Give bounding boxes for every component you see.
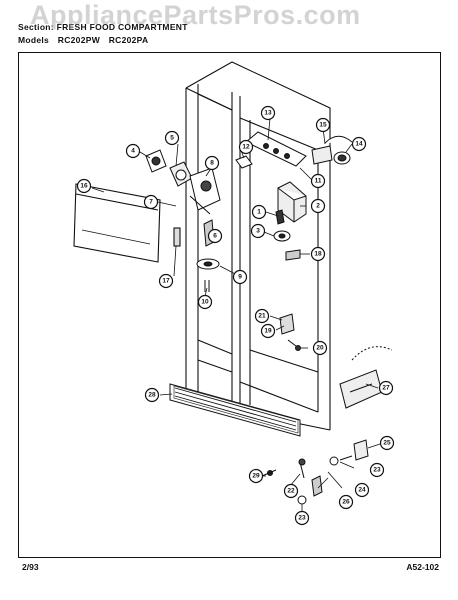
svg-text:5: 5 [170, 135, 174, 142]
callout-25: 25 [379, 435, 395, 451]
bottom-hinge [339, 346, 393, 409]
svg-text:9: 9 [238, 274, 242, 281]
control-panel-cover [73, 183, 181, 263]
callout-13: 13 [260, 105, 276, 121]
callout-20: 20 [312, 340, 328, 356]
footer-page-code: A52-102 [406, 562, 439, 572]
leveling-parts [261, 439, 369, 505]
hinge-bracket-parts [279, 313, 301, 351]
callout-7: 7 [143, 194, 159, 210]
callout-15: 15 [315, 117, 331, 133]
svg-text:15: 15 [319, 122, 327, 129]
callout-9: 9 [232, 269, 248, 285]
temperature-control-assembly [235, 131, 353, 169]
callout-4: 4 [125, 143, 141, 159]
svg-text:18: 18 [314, 251, 322, 258]
callout-12: 12 [238, 139, 254, 155]
svg-text:4: 4 [131, 148, 135, 155]
svg-text:26: 26 [342, 499, 350, 506]
svg-text:25: 25 [383, 440, 391, 447]
watermark-text: AppliancePartsPros.com [30, 0, 361, 30]
svg-text:2: 2 [316, 203, 320, 210]
svg-text:24: 24 [358, 487, 366, 494]
thermostat-parts [273, 181, 307, 261]
section-title: FRESH FOOD COMPARTMENT [56, 22, 188, 32]
svg-text:27: 27 [382, 385, 390, 392]
svg-text:29: 29 [252, 473, 260, 480]
svg-text:1: 1 [257, 209, 261, 216]
parts-diagram-sheet: Section: FRESH FOOD COMPARTMENT Models R… [18, 16, 441, 576]
callout-26: 26 [338, 494, 354, 510]
leader-lines [91, 117, 381, 512]
svg-text:17: 17 [162, 278, 170, 285]
diagram-frame [18, 52, 441, 558]
models-header: Models RC202PW RC202PA [18, 35, 154, 45]
callout-24: 24 [354, 482, 370, 498]
svg-text:20: 20 [316, 345, 324, 352]
svg-text:21: 21 [258, 313, 266, 320]
callout-2: 2 [310, 198, 326, 214]
callout-16: 16 [76, 178, 92, 194]
callout-29: 29 [248, 468, 264, 484]
svg-text:11: 11 [315, 178, 322, 185]
svg-text:12: 12 [242, 144, 250, 151]
cabinet-outline [185, 61, 331, 431]
callout-10: 10 [197, 294, 213, 310]
svg-text:28: 28 [148, 392, 156, 399]
callout-5: 5 [164, 130, 180, 146]
callout-8: 8 [204, 155, 220, 171]
svg-text:8: 8 [210, 160, 214, 167]
svg-text:16: 16 [80, 183, 88, 190]
callout-22: 22 [283, 483, 299, 499]
callout-1: 1 [251, 204, 267, 220]
callout-23-upper: 23 [369, 462, 385, 478]
models-label: Models [18, 35, 50, 45]
svg-text:13: 13 [264, 110, 272, 117]
callout-11: 11 [310, 173, 326, 189]
svg-text:23: 23 [298, 515, 306, 522]
section-header: Section: FRESH FOOD COMPARTMENT [18, 22, 188, 32]
svg-text:6: 6 [213, 233, 217, 240]
callout-28: 28 [144, 387, 160, 403]
callout-6: 6 [207, 228, 223, 244]
fan-switch-assembly [145, 149, 221, 215]
model-number-1: RC202PW [57, 35, 101, 45]
callout-19: 19 [260, 323, 276, 339]
callout-labels: 4 5 8 12 13 15 14 11 2 1 3 18 6 7 17 9 1… [76, 105, 395, 526]
model-number-2: RC202PA [108, 35, 149, 45]
svg-text:3: 3 [256, 228, 260, 235]
svg-text:10: 10 [201, 299, 209, 306]
section-label: Section: [18, 22, 54, 32]
svg-text:22: 22 [287, 488, 295, 495]
callout-3: 3 [250, 223, 266, 239]
callout-14: 14 [351, 136, 367, 152]
callout-23-lower: 23 [294, 510, 310, 526]
svg-text:14: 14 [355, 141, 363, 148]
svg-text:7: 7 [149, 199, 153, 206]
callout-27: 27 [378, 380, 394, 396]
callout-18: 18 [310, 246, 326, 262]
callout-21: 21 [254, 308, 270, 324]
svg-text:23: 23 [373, 467, 381, 474]
callout-17: 17 [158, 273, 174, 289]
kickplate-grille [169, 383, 301, 437]
svg-text:19: 19 [264, 328, 272, 335]
footer-date: 2/93 [22, 562, 39, 572]
